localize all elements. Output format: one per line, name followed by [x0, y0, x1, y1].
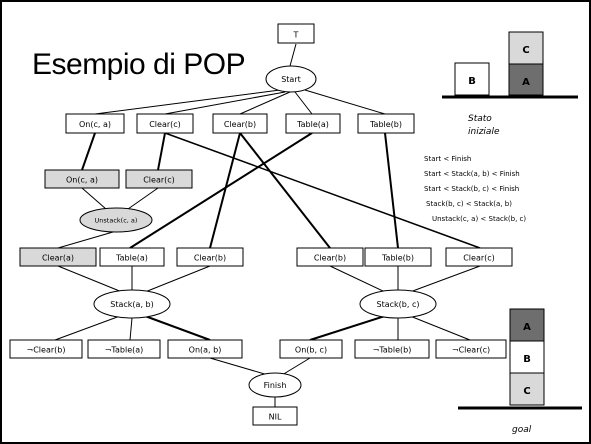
finish-label: Finish: [264, 381, 287, 390]
initial-block-c: C: [522, 45, 529, 56]
constraint-4: Stack(b, c) < Stack(a, b): [426, 200, 512, 208]
start-node: Start: [265, 65, 317, 93]
row1-table-a: Table(a): [296, 120, 329, 129]
row1-clear-b: Clear(b): [224, 120, 256, 129]
top-node: T: [277, 23, 315, 44]
row1-table-b: Table(b): [369, 120, 402, 129]
nil-node: NIL: [252, 406, 298, 426]
top-node-label: T: [293, 31, 299, 40]
stack-bc-effects: On(b, c) ¬Table(b) ¬Clear(c): [279, 339, 507, 359]
row1-preconditions: On(c, a) Clear(c) Clear(b) Table(a) Tabl…: [65, 113, 415, 134]
goal-state-illustration: A B C goal: [458, 308, 582, 435]
unstack-preconditions: On(c, a) Clear(c): [44, 169, 193, 189]
row1-on-c-a: On(c, a): [79, 120, 111, 129]
stack-ab-label: Stack(a, b): [110, 300, 153, 309]
stack-bc-pre-clear-b: Clear(b): [314, 254, 346, 263]
stack-bc-eff-not-table-b: ¬Table(b): [373, 346, 412, 355]
stack-bc-node: Stack(b, c): [359, 289, 437, 319]
initial-block-a: A: [522, 77, 530, 88]
constraint-1: Start < Finish: [424, 155, 472, 163]
stack-bc-preconditions: Clear(b) Table(b) Clear(c): [296, 247, 513, 267]
stack-bc-pre-table-b: Table(b): [381, 254, 414, 263]
unstack-pre-clear-c: Clear(c): [143, 176, 175, 185]
stack-bc-eff-not-clear-c: ¬Clear(c): [452, 346, 490, 355]
stack-ab-eff-on-a-b: On(a, b): [189, 346, 222, 355]
stack-ab-pre-table-a: Table(a): [115, 254, 148, 263]
initial-state-illustration: B C A Stato iniziale: [442, 31, 578, 137]
stack-ab-node: Stack(a, b): [93, 289, 171, 319]
stack-bc-pre-clear-c: Clear(c): [463, 254, 495, 263]
unstack-pre-on-c-a: On(c, a): [66, 176, 98, 185]
unstack-node: Unstack(c, a): [79, 207, 153, 233]
stack-bc-label: Stack(b, c): [377, 300, 420, 309]
edges: [54, 43, 481, 407]
nil-label: NIL: [269, 413, 282, 422]
finish-node: Finish: [248, 372, 302, 398]
initial-block-b: B: [468, 76, 476, 87]
stack-bc-eff-on-b-c: On(b, c): [295, 346, 327, 355]
goal-block-c: C: [523, 386, 530, 397]
goal-caption: goal: [512, 425, 532, 435]
constraint-3: Start < Stack(b, c) < Finish: [424, 185, 520, 193]
stack-ab-eff-not-table-a: ¬Table(a): [105, 346, 144, 355]
start-label: Start: [281, 75, 301, 84]
constraint-5: Unstack(c, a) < Stack(b, c): [432, 215, 527, 223]
stack-ab-preconditions: Clear(a) Table(a) Clear(b): [19, 247, 244, 267]
unstack-label: Unstack(c, a): [95, 217, 138, 225]
goal-block-b: B: [523, 354, 531, 365]
stack-ab-effects: ¬Clear(b) ¬Table(a) On(a, b): [9, 339, 243, 359]
goal-block-a: A: [523, 322, 531, 333]
initial-caption-2: iniziale: [468, 127, 500, 137]
slide-title: Esempio di POP: [32, 48, 246, 81]
stack-ab-pre-clear-b: Clear(b): [194, 254, 226, 263]
stack-ab-pre-clear-a: Clear(a): [42, 254, 74, 263]
row1-clear-c: Clear(c): [149, 120, 181, 129]
stack-ab-eff-not-clear-b: ¬Clear(b): [27, 346, 66, 355]
initial-caption-1: Stato: [468, 114, 492, 124]
constraint-2: Start < Stack(a, b) < Finish: [424, 170, 520, 178]
